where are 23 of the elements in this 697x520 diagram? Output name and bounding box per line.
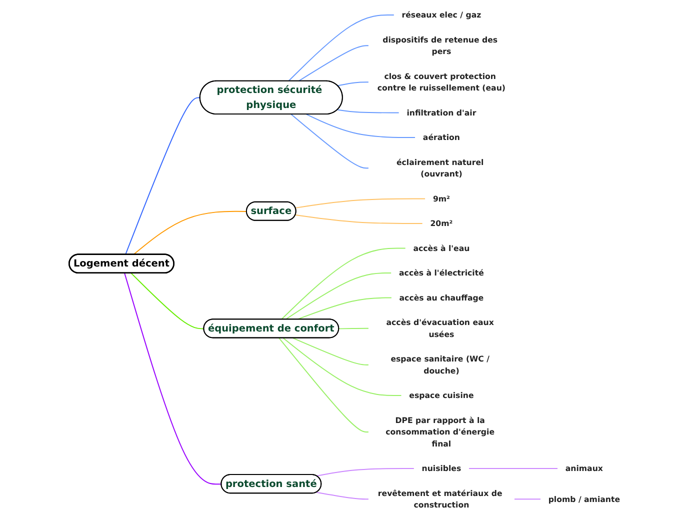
connector — [288, 14, 394, 82]
connector — [295, 214, 423, 224]
connector — [292, 338, 369, 366]
connector — [514, 498, 541, 500]
connector — [130, 272, 204, 330]
connector — [124, 272, 222, 485]
connector — [337, 109, 400, 114]
connector — [295, 198, 426, 208]
connector — [468, 468, 558, 469]
connector — [280, 248, 406, 320]
connector — [282, 338, 402, 396]
connector — [337, 82, 369, 86]
connector — [306, 114, 416, 138]
connector — [296, 297, 392, 320]
connector — [298, 45, 369, 82]
connector — [124, 97, 201, 256]
connector — [316, 492, 369, 500]
connector — [290, 114, 369, 169]
connector — [338, 328, 369, 330]
connector — [285, 272, 392, 320]
connector — [278, 338, 369, 433]
connector — [316, 468, 414, 476]
connector — [132, 210, 248, 256]
